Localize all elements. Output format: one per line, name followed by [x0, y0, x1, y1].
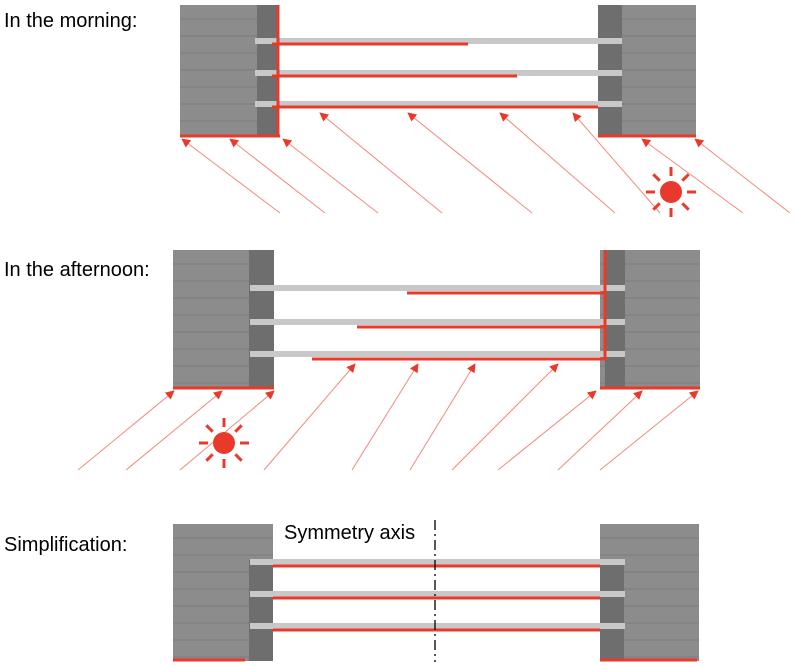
panel-label-afternoon: In the afternoon: [4, 259, 150, 281]
right-frame [600, 560, 624, 661]
symmetry-axis-label: Symmetry axis [284, 522, 416, 544]
sun-ray [234, 453, 243, 462]
left-frame [249, 560, 273, 661]
sun-disc [213, 432, 235, 454]
sun-ray-arrow [125, 390, 223, 471]
sun-disc [660, 181, 682, 203]
sun-ray-arrow [282, 138, 379, 214]
sun-ray-arrow [77, 390, 175, 471]
sun-ray [652, 202, 661, 211]
panel-simplification [173, 520, 699, 662]
sun-ray [681, 202, 690, 211]
sun-ray-arrow [229, 138, 326, 214]
glass-pane-3 [250, 623, 625, 629]
glass-pane-2 [255, 70, 622, 76]
panel-label-simplification: Simplification: [4, 534, 128, 556]
glass-pane-2 [250, 319, 625, 325]
sun-ray [205, 424, 214, 433]
sun-afternoon [199, 418, 249, 468]
sun-ray-arrow [599, 390, 699, 471]
glass-pane-3 [255, 101, 622, 107]
sun-ray-arrow [351, 363, 419, 471]
panel-morning [180, 5, 791, 217]
glass-pane-1 [250, 285, 625, 291]
panel-label-morning: In the morning: [4, 10, 138, 32]
sun-ray [234, 424, 243, 433]
sun-ray-arrow [319, 112, 443, 214]
sun-ray-arrow [179, 390, 275, 471]
sun-ray-arrow [181, 138, 281, 214]
glass-pane-1 [250, 559, 625, 565]
panel-afternoon [77, 250, 700, 471]
sun-ray-arrow [572, 112, 661, 214]
sun-ray [205, 453, 214, 462]
sun-ray-arrow [694, 138, 791, 214]
sun-ray-arrow [641, 138, 744, 214]
sun-ray-arrow [407, 112, 533, 214]
sun-ray-arrow [451, 363, 559, 471]
sun-ray-arrow [263, 363, 356, 471]
glass-pane-3 [250, 351, 625, 357]
sun-ray [681, 173, 690, 182]
sun-ray-arrow [499, 112, 616, 214]
glass-pane-2 [250, 591, 625, 597]
sun-ray-arrow [409, 363, 476, 471]
sun-ray [652, 173, 661, 182]
glass-pane-1 [255, 38, 622, 44]
sun-ray-arrow [557, 390, 643, 471]
sun-ray-arrow [497, 390, 597, 471]
sun-morning [646, 167, 696, 217]
